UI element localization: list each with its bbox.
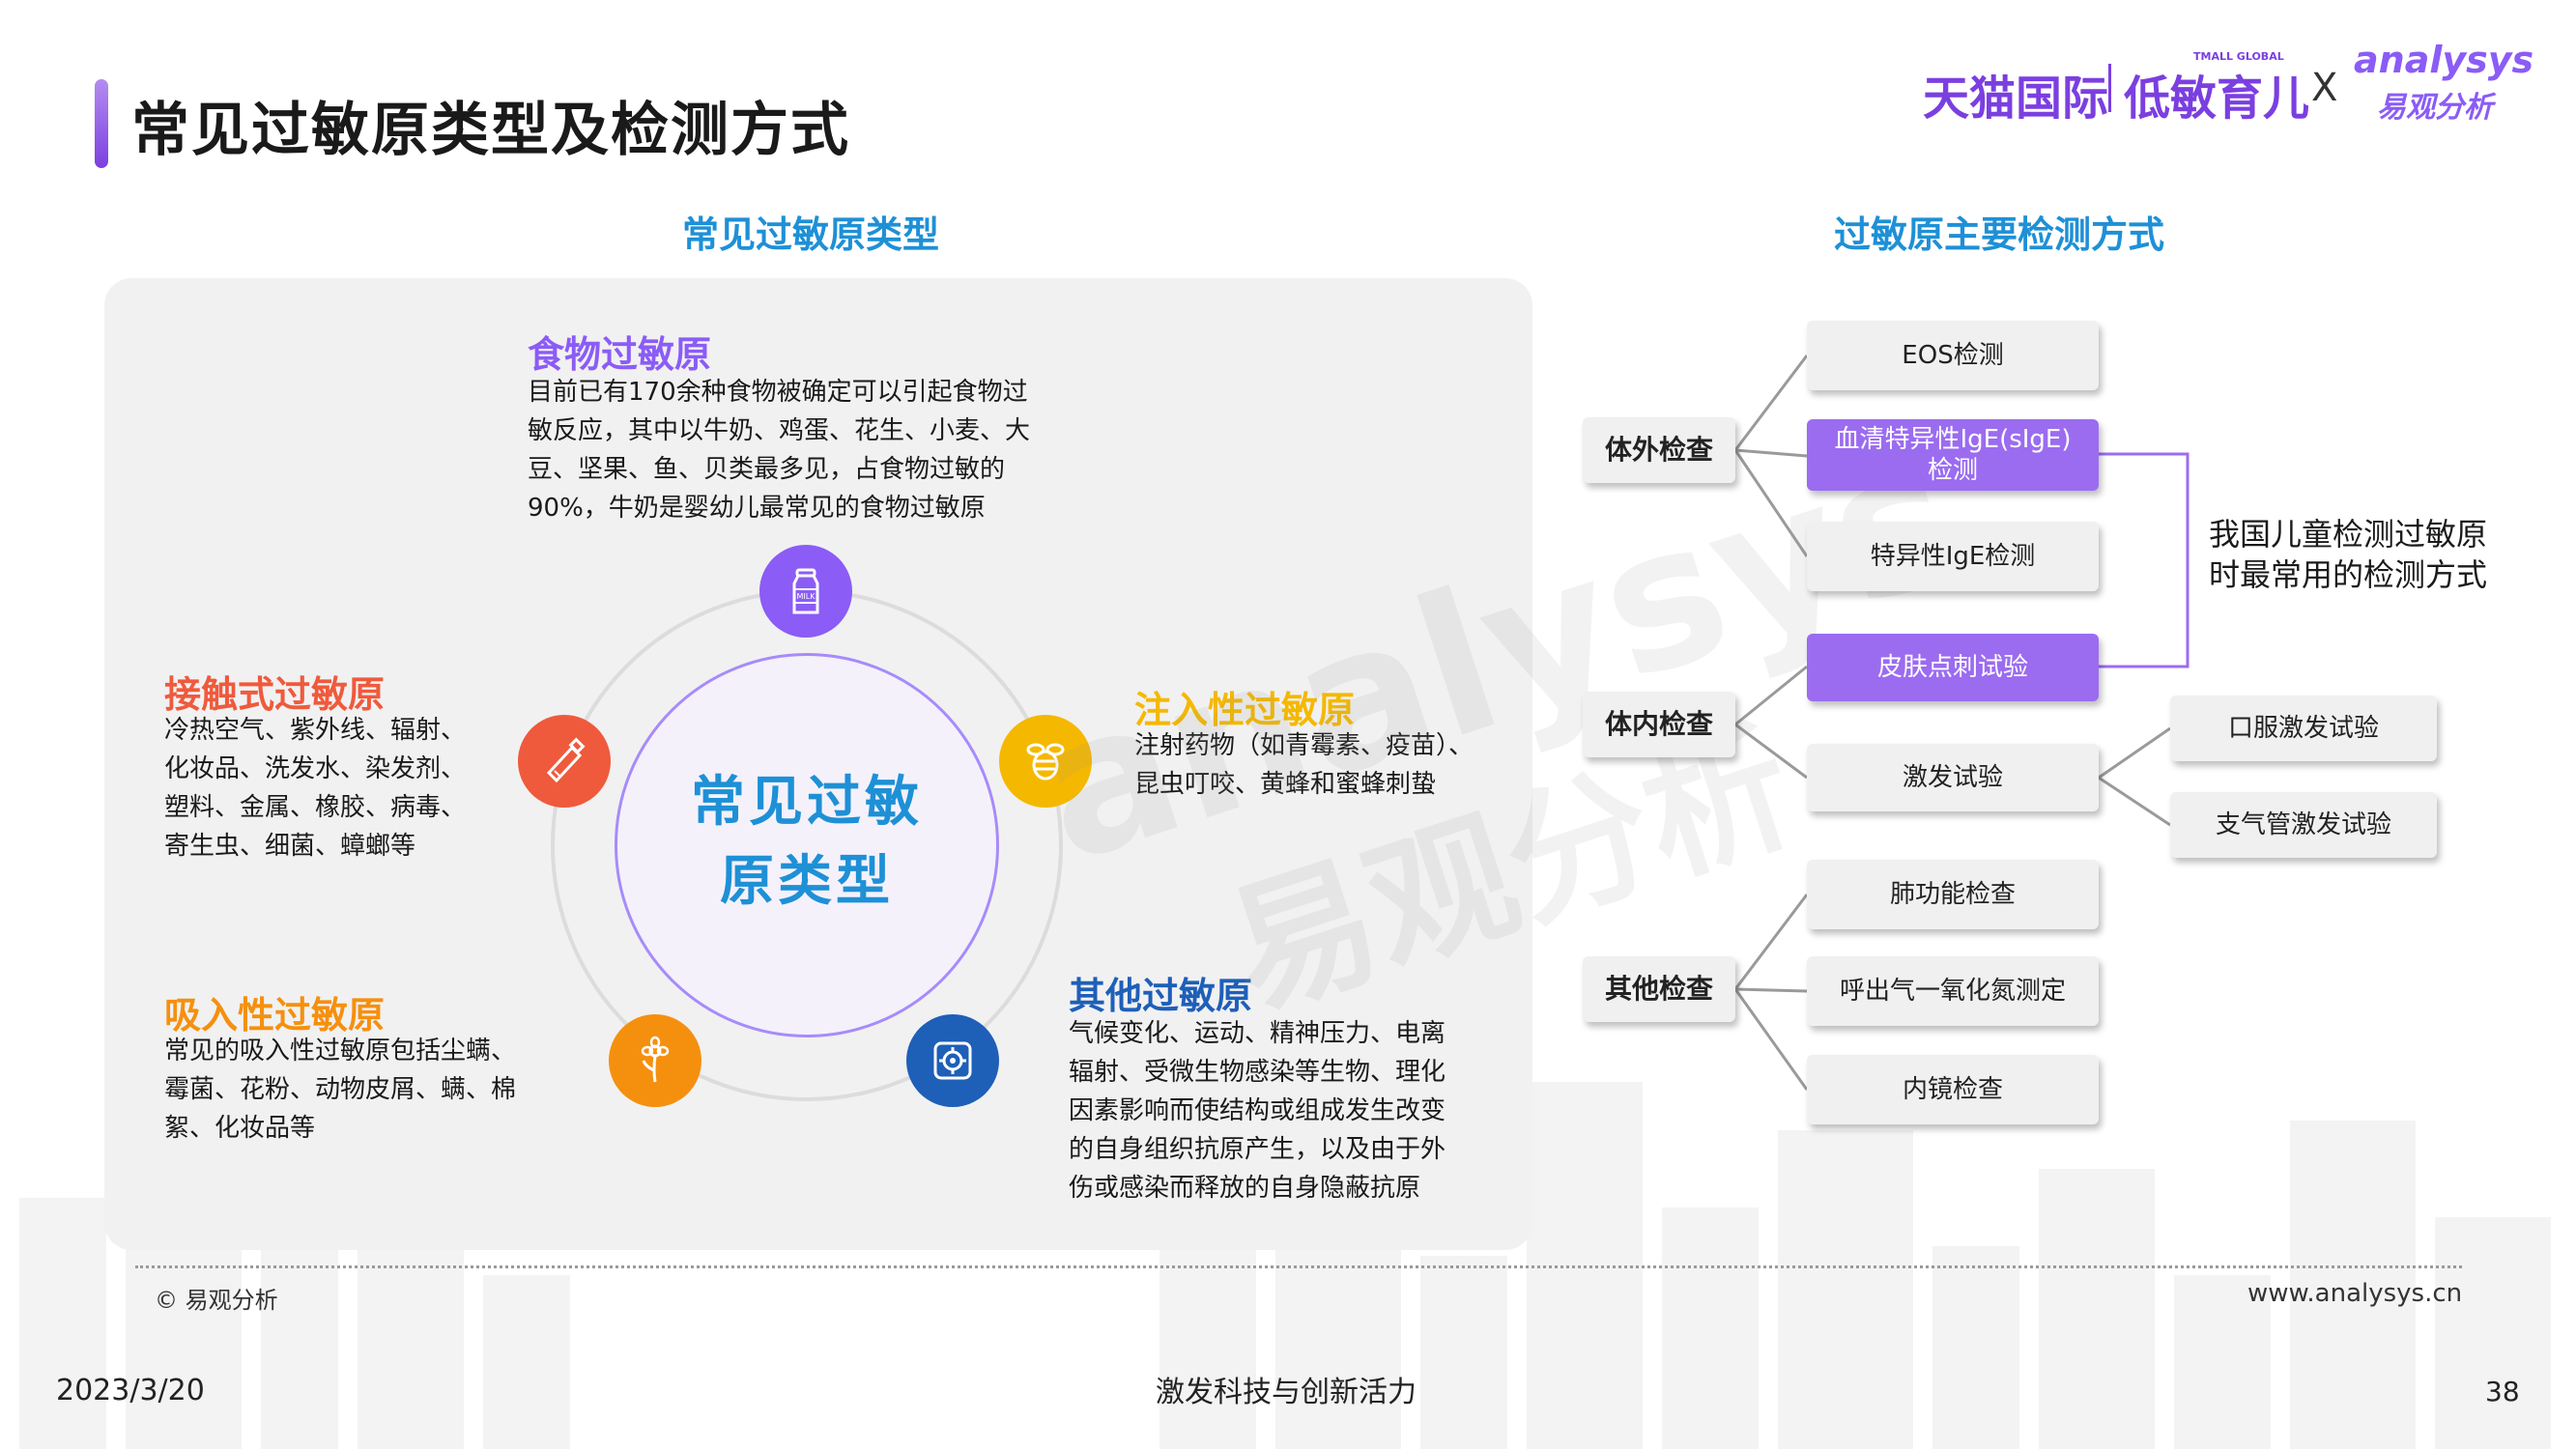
injection-allergen-node bbox=[999, 715, 1092, 808]
bee-icon bbox=[1026, 743, 1065, 781]
cream-tube-icon bbox=[546, 737, 586, 783]
brand-x: X bbox=[2311, 66, 2338, 110]
milk-bottle-icon: MILK bbox=[792, 568, 819, 614]
serum-sige-line2: 检测 bbox=[1927, 456, 1978, 485]
page-number: 38 bbox=[2485, 1376, 2520, 1407]
partner-logo-text: 低敏育儿 bbox=[2124, 71, 2310, 126]
inhalation-allergen-title: 吸入性过敏原 bbox=[164, 994, 386, 1037]
brand-logos: TMALL GLOBAL 天猫国际 低敏育儿 X analysys 易观分析 bbox=[1913, 37, 2534, 126]
center-label-line2: 原类型 bbox=[720, 850, 894, 913]
contact-desc-line: 塑料、金属、橡胶、病毒、 bbox=[164, 793, 467, 822]
copyright: © 易观分析 bbox=[155, 1287, 278, 1314]
serum-sige-line1: 血清特异性IgE(sIgE) bbox=[1834, 425, 2072, 454]
food-allergen-description: 目前已有170余种食物被确定可以引起食物过 敏反应，其中以牛奶、鸡蛋、花生、小麦… bbox=[528, 373, 1030, 527]
flower-icon bbox=[641, 1036, 670, 1083]
inhalation-desc-line: 霉菌、花粉、动物皮屑、螨、棉 bbox=[164, 1075, 517, 1104]
website-link[interactable]: www.analysys.cn bbox=[2247, 1279, 2463, 1308]
food-allergen-title: 食物过敏原 bbox=[528, 333, 712, 376]
bronchial-provocation-test-box: 支气管激发试验 bbox=[2170, 792, 2437, 858]
in-vivo-test-category: 体内检查 bbox=[1583, 692, 1735, 757]
center-label-line1: 常见过敏 bbox=[691, 771, 923, 834]
provocation-test-box: 激发试验 bbox=[1807, 744, 2099, 811]
left-section-heading: 常见过敏原类型 bbox=[682, 213, 940, 256]
page-title: 常见过敏原类型及检测方式 bbox=[131, 97, 850, 164]
contact-desc-line: 寄生虫、细菌、蟑螂等 bbox=[164, 832, 416, 861]
most-common-method-note: 我国儿童检测过敏原 时最常用的检测方式 bbox=[2209, 514, 2487, 595]
footer-divider bbox=[135, 1265, 2462, 1268]
virus-icon bbox=[933, 1041, 972, 1080]
other-allergen-node bbox=[906, 1014, 999, 1107]
other-desc-line: 的自身组织抗原产生，以及由于外 bbox=[1069, 1135, 1446, 1164]
other-allergen-description: 气候变化、运动、精神压力、电离 辐射、受微生物感染等生物、理化 因素影响而使结构… bbox=[1069, 1014, 1445, 1208]
contact-allergen-description: 冷热空气、紫外线、辐射、 化妆品、洗发水、染发剂、 塑料、金属、橡胶、病毒、 寄… bbox=[164, 711, 466, 866]
eos-test-box: EOS检测 bbox=[1807, 321, 2099, 390]
note-line: 时最常用的检测方式 bbox=[2209, 556, 2488, 593]
slogan: 激发科技与创新活力 bbox=[1156, 1376, 1417, 1409]
injection-desc-line: 昆虫叮咬、黄蜂和蜜蜂刺蛰 bbox=[1134, 770, 1437, 799]
analysys-cn-logo-text: 易观分析 bbox=[2377, 91, 2493, 125]
serum-sige-test-box: 血清特异性IgE(sIgE) 检测 bbox=[1807, 419, 2099, 491]
contact-allergen-node bbox=[518, 715, 611, 808]
note-line: 我国儿童检测过敏原 bbox=[2209, 516, 2488, 553]
oral-provocation-test-box: 口服激发试验 bbox=[2170, 696, 2437, 761]
other-desc-line: 辐射、受微生物感染等生物、理化 bbox=[1069, 1058, 1446, 1087]
lung-function-test-box: 肺功能检查 bbox=[1807, 860, 2099, 929]
injection-allergen-title: 注入性过敏原 bbox=[1134, 689, 1356, 731]
other-desc-line: 伤或感染而释放的自身隐蔽抗原 bbox=[1069, 1174, 1421, 1203]
food-allergen-node: MILK bbox=[759, 545, 852, 638]
endoscopy-box: 内镜检查 bbox=[1807, 1055, 2099, 1124]
right-section-heading: 过敏原主要检测方式 bbox=[1834, 213, 2165, 256]
inhalation-allergen-description: 常见的吸入性过敏原包括尘螨、 霉菌、花粉、动物皮屑、螨、棉 絮、化妆品等 bbox=[164, 1032, 516, 1148]
contact-desc-line: 冷热空气、紫外线、辐射、 bbox=[164, 716, 467, 745]
center-label: 常见过敏 原类型 bbox=[615, 763, 999, 922]
other-test-category: 其他检查 bbox=[1583, 956, 1735, 1022]
inner-circle bbox=[615, 653, 999, 1037]
food-desc-line: 豆、坚果、鱼、贝类最多见，占食物过敏的 bbox=[528, 455, 1006, 484]
inhalation-desc-line: 常见的吸入性过敏原包括尘螨、 bbox=[164, 1037, 517, 1065]
food-desc-line: 目前已有170余种食物被确定可以引起食物过 bbox=[528, 378, 1028, 407]
analysys-logo-text: analysys bbox=[2354, 39, 2534, 81]
inhalation-allergen-node bbox=[609, 1014, 701, 1107]
other-desc-line: 因素影响而使结构或组成发生改变 bbox=[1069, 1096, 1446, 1125]
injection-allergen-description: 注射药物（如青霉素、疫苗）、 昆虫叮咬、黄蜂和蜜蜂刺蛰 bbox=[1134, 726, 1474, 804]
other-desc-line: 气候变化、运动、精神压力、电离 bbox=[1069, 1019, 1446, 1048]
inhalation-desc-line: 絮、化妆品等 bbox=[164, 1114, 316, 1143]
contact-desc-line: 化妆品、洗发水、染发剂、 bbox=[164, 754, 467, 783]
tmall-logo-text: 天猫国际 bbox=[1923, 71, 2109, 126]
injection-desc-line: 注射药物（如青霉素、疫苗）、 bbox=[1134, 731, 1474, 760]
report-date: 2023/3/20 bbox=[56, 1374, 205, 1407]
food-desc-line: 敏反应，其中以牛奶、鸡蛋、花生、小麦、大 bbox=[528, 416, 1031, 445]
title-accent-bar bbox=[95, 79, 108, 168]
milk-icon-label: MILK bbox=[797, 592, 816, 601]
tmall-global-small-label: TMALL GLOBAL bbox=[2193, 50, 2284, 63]
skin-prick-test-box: 皮肤点刺试验 bbox=[1807, 634, 2099, 701]
exhaled-no-test-box: 呼出气一氧化氮测定 bbox=[1807, 956, 2099, 1026]
brand-separator bbox=[2108, 64, 2111, 112]
contact-allergen-title: 接触式过敏原 bbox=[164, 673, 386, 716]
food-desc-line: 90%，牛奶是婴幼儿最常见的食物过敏原 bbox=[528, 494, 986, 523]
in-vitro-test-category: 体外检查 bbox=[1583, 417, 1735, 483]
other-allergen-title: 其他过敏原 bbox=[1069, 975, 1253, 1017]
specific-ige-test-box: 特异性IgE检测 bbox=[1807, 522, 2099, 591]
